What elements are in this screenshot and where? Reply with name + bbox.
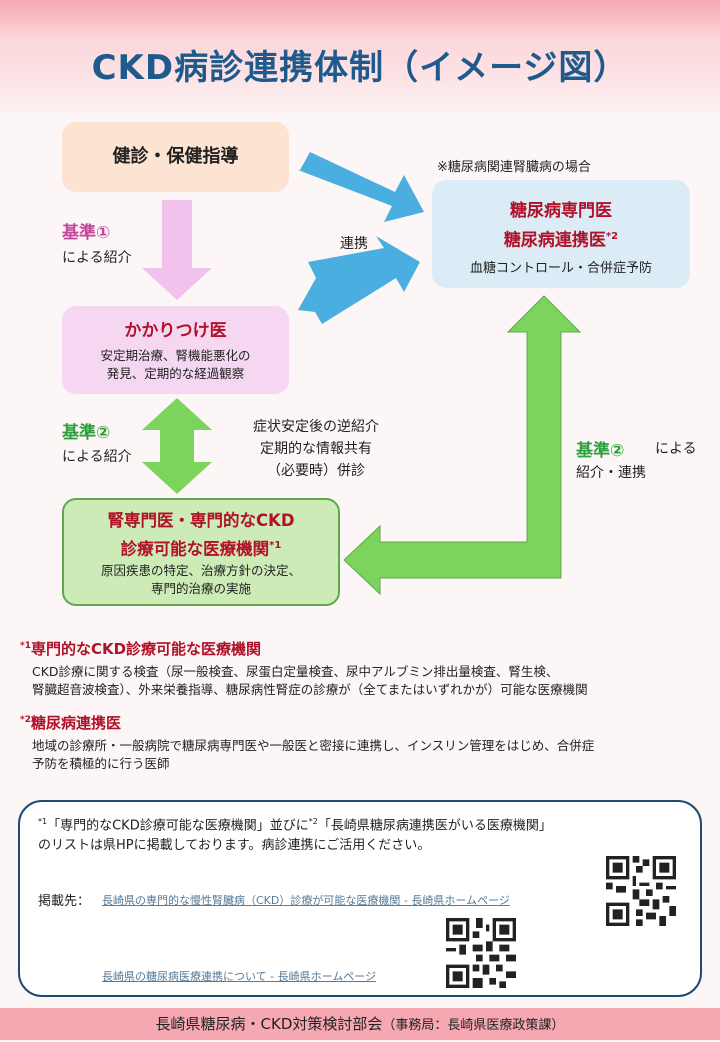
note-1-body-2: 腎臓超音波検査）、外来栄養指導、糖尿病性腎症の診療が（全てまたはいずれかが）可能… <box>32 682 588 697</box>
kijun1-sub: による紹介 <box>62 250 132 266</box>
note-1: *1専門的なCKD診療可能な医療機関 CKD診療に関する検査（尿一般検査、尿蛋白… <box>20 638 710 699</box>
note-2-title: 糖尿病連携医 <box>30 714 121 732</box>
nephrology-title-1: 腎専門医・専門的なCKD <box>107 511 295 530</box>
footer-sub: （事務局：長崎県医療政策課） <box>382 1018 565 1033</box>
kijun1-label: 基準① <box>62 223 111 243</box>
note-2-body-1: 地域の診療所・一般病院で糖尿病専門医や一般医と密接に連携し、インスリン管理をはじ… <box>32 738 595 753</box>
info-intro: *1「専門的なCKD診療可能な医療機関」並びに*2「長崎県糖尿病連携医がいる医療… <box>38 812 552 856</box>
reverse-line-2: 定期的な情報共有 <box>260 441 372 457</box>
link-diabetes-cooperation[interactable]: 長崎県の糖尿病医療連携について - 長崎県ホームページ <box>102 970 377 983</box>
kijun2-right-after: による <box>655 441 697 457</box>
pink-down-arrow <box>142 200 212 300</box>
renkei-label: 連携 <box>340 236 368 252</box>
kakari-title: かかりつけ医 <box>124 321 227 341</box>
blue-arrow-to-kakari <box>298 236 420 324</box>
header-band <box>0 0 720 112</box>
link-ckd-institutions[interactable]: 長崎県の専門的な慢性腎臓病（CKD）診療が可能な医療機関 - 長崎県ホームページ <box>102 894 510 907</box>
kakari-box: かかりつけ医 安定期治療、腎機能悪化の 発見、定期的な経過観察 <box>62 306 289 394</box>
info-label: 掲載先： <box>38 894 91 909</box>
nephrology-sup: *1 <box>269 540 282 551</box>
specialist-box: 糖尿病専門医 糖尿病連携医*2 血糖コントロール・合併症予防 <box>432 180 690 288</box>
note-1-body-1: CKD診療に関する検査（尿一般検査、尿蛋白定量検査、尿中アルブミン排出量検査、腎… <box>32 664 559 679</box>
info-sup-2: *2 <box>308 817 318 826</box>
info-line-2: のリストは県HPに掲載しております。病診連携にご活用ください。 <box>38 838 431 854</box>
nephrology-title-2: 診療可能な医療機関 <box>120 539 270 559</box>
kakari-desc-2: 発見、定期的な経過観察 <box>106 366 245 381</box>
note-2: *2糖尿病連携医 地域の診療所・一般病院で糖尿病専門医や一般医と密接に連携し、イ… <box>20 712 710 773</box>
info-sup-1: *1 <box>38 817 48 826</box>
info-part-2: 「長崎県糖尿病連携医がいる医療機関」 <box>317 818 552 834</box>
green-double-arrow <box>142 398 212 494</box>
kenshin-label: 健診・保健指導 <box>112 146 239 167</box>
info-part-1: 「専門的なCKD診療可能な医療機関」並びに <box>47 818 309 834</box>
note-1-sup: *1 <box>20 641 31 651</box>
specialist-title-2-wrap: 糖尿病連携医*2 <box>432 224 690 254</box>
note-2-sup: *2 <box>20 715 31 725</box>
reverse-line-3: （必要時）併診 <box>267 463 365 479</box>
specialist-title-1: 糖尿病専門医 <box>510 201 612 221</box>
reverse-referral-text: 症状安定後の逆紹介 定期的な情報共有 （必要時）併診 <box>226 416 406 482</box>
footer-main: 長崎県糖尿病・CKD対策検討部会 <box>155 1015 383 1033</box>
reverse-line-1: 症状安定後の逆紹介 <box>253 419 379 435</box>
kijun2-left-label: 基準② <box>62 423 111 443</box>
info-box: *1「専門的なCKD診療可能な医療機関」並びに*2「長崎県糖尿病連携医がいる医療… <box>18 800 702 997</box>
kijun2-left-sub: による紹介 <box>62 449 132 465</box>
kenshin-box: 健診・保健指導 <box>62 122 289 192</box>
note-2-heading: *2糖尿病連携医 <box>20 712 710 733</box>
green-l-arrow <box>343 295 582 596</box>
blue-arrow-to-specialist <box>298 152 424 222</box>
page-title: CKD病診連携体制（イメージ図） <box>91 48 629 88</box>
note-1-title: 専門的なCKD診療可能な医療機関 <box>30 640 262 658</box>
kijun2-right-label: 基準② <box>576 441 625 461</box>
nephrology-desc-2: 専門的治療の実施 <box>150 580 251 596</box>
kakari-desc-1: 安定期治療、腎機能悪化の <box>100 348 251 363</box>
qr-code-2[interactable] <box>446 918 516 988</box>
flow-arrows <box>142 152 582 596</box>
specialist-title-2: 糖尿病連携医 <box>503 230 606 251</box>
nephrology-box: 腎専門医・専門的なCKD 診療可能な医療機関*1 原因疾患の特定、治療方針の決定… <box>62 498 340 606</box>
note-2-body-2: 予防を積極的に行う医師 <box>32 756 170 771</box>
kijun2-right-sub: 紹介・連携 <box>576 465 646 481</box>
info-line-1: *1「専門的なCKD診療可能な医療機関」並びに*2「長崎県糖尿病連携医がいる医療… <box>38 812 552 836</box>
qr-code-1[interactable] <box>606 856 676 926</box>
specialist-desc: 血糖コントロール・合併症予防 <box>469 260 652 276</box>
nephrology-desc-1: 原因疾患の特定、治療方針の決定、 <box>100 562 301 578</box>
specialist-sup: *2 <box>605 231 619 242</box>
footer: 長崎県糖尿病・CKD対策検討部会（事務局：長崎県医療政策課） <box>0 1008 720 1040</box>
note-diabetes-case: ※糖尿病関連腎臓病の場合 <box>437 160 591 175</box>
note-1-heading: *1専門的なCKD診療可能な医療機関 <box>20 638 710 659</box>
nephrology-title-2-wrap: 診療可能な医療機関*1 <box>64 533 338 562</box>
